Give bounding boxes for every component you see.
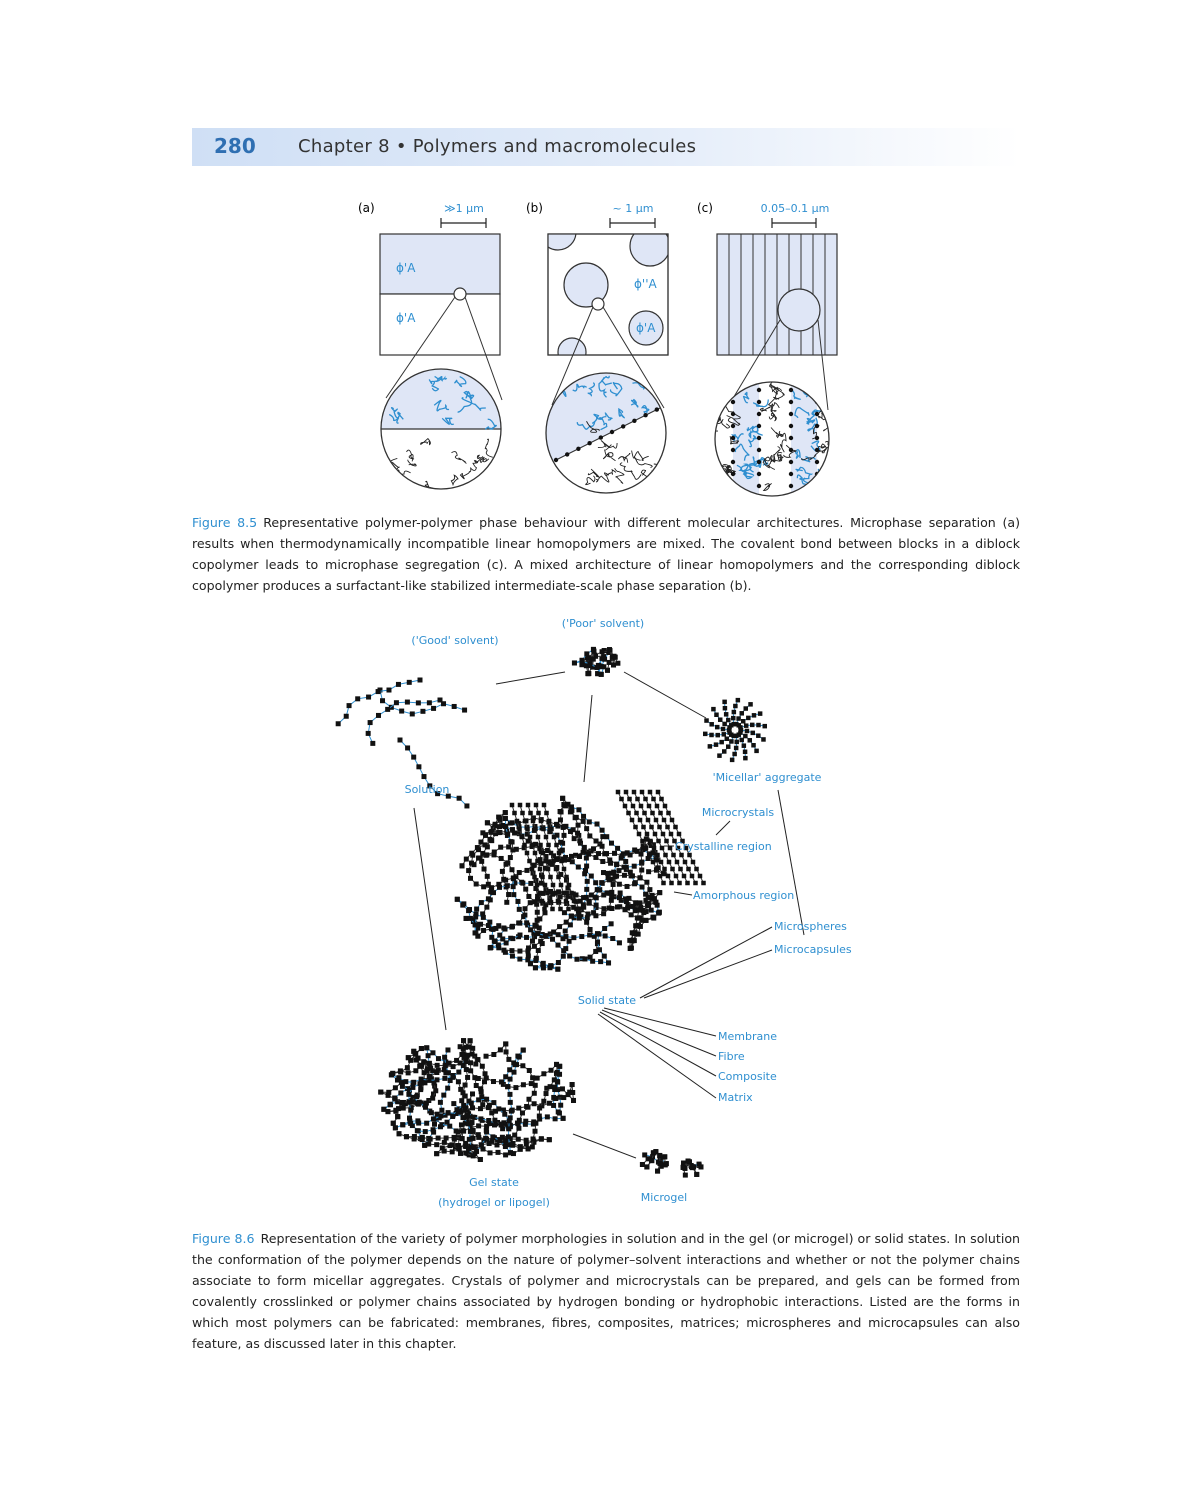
panel-c-scale: 0.05–0.1 µm (761, 202, 830, 215)
panel-a-scale: ≫1 µm (444, 202, 484, 215)
figure-8-6-caption-text: Representation of the variety of polymer… (192, 1231, 1021, 1351)
figure-8-6-label: Figure 8.6 (192, 1231, 255, 1246)
panel-b-label: (b) (526, 201, 543, 215)
label-solid-state: Solid state (578, 994, 636, 1007)
connector-lines (413, 671, 805, 1159)
panel-b: ϕ''A ϕ'A (545, 233, 669, 494)
figure-8-5-label: Figure 8.5 (192, 515, 258, 530)
panel-b-phase-bottom: ϕ'A (636, 321, 656, 335)
label-microcapsules: Microcapsules (774, 943, 852, 956)
label-good-solvent: ('Good' solvent) (411, 634, 498, 647)
panel-b-phase-top: ϕ''A (634, 277, 658, 291)
figure-8-5-caption-text: Representative polymer-polymer phase beh… (192, 515, 1020, 593)
chapter-title: Chapter 8 • Polymers and macromolecules (298, 136, 697, 157)
page-header: 280 Chapter 8 • Polymers and macromolecu… (192, 128, 1020, 166)
label-matrix: Matrix (718, 1091, 753, 1104)
label-micellar-aggregate: 'Micellar' aggregate (713, 771, 822, 784)
label-solution: Solution (405, 783, 450, 796)
label-fibre: Fibre (718, 1050, 745, 1063)
label-gel-state: Gel state (469, 1176, 519, 1189)
label-composite: Composite (718, 1070, 777, 1083)
panel-c-label: (c) (697, 201, 713, 215)
panel-c (714, 233, 838, 497)
label-membrane: Membrane (718, 1030, 777, 1043)
label-gel-subtitle: (hydrogel or lipogel) (438, 1196, 550, 1209)
label-microgel: Microgel (641, 1191, 687, 1204)
label-poor-solvent: ('Poor' solvent) (562, 617, 644, 630)
label-crystalline-region: Crystalline region (675, 840, 772, 853)
page-number: 280 (214, 134, 256, 158)
panel-b-scale: ~ 1 µm (613, 202, 654, 215)
panel-a-label: (a) (358, 201, 375, 215)
panel-a-phase-top: ϕ'A (396, 261, 416, 275)
label-amorphous-region: Amorphous region (693, 889, 794, 902)
panel-a-phase-bottom: ϕ'A (396, 311, 416, 325)
label-microcrystals: Microcrystals (702, 806, 775, 819)
label-microspheres: Microspheres (774, 920, 847, 933)
